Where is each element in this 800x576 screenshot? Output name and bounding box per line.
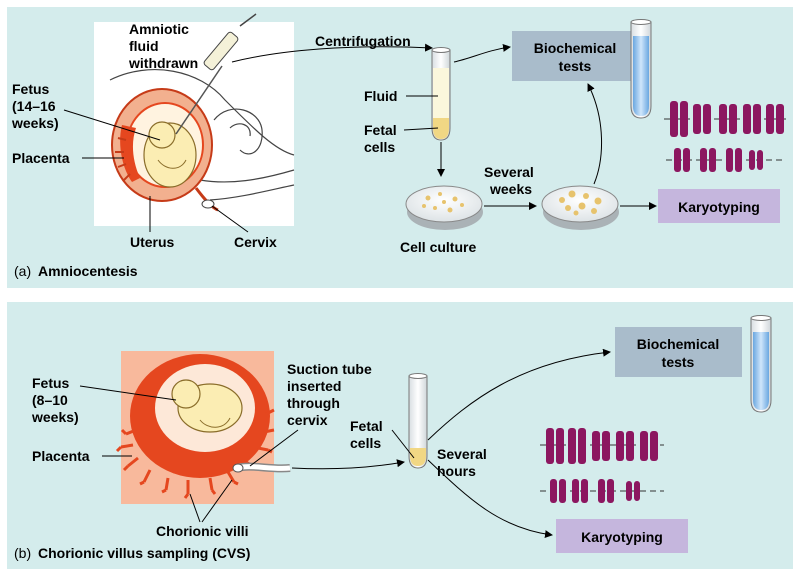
karyotyping-label-b: Karyotyping [581,529,663,545]
panel-cvs: Fetus (8–10 weeks) Placenta Chorionic vi… [7,302,793,569]
karyotyping-label-a: Karyotyping [678,199,760,215]
sample-tube-icon-b [408,373,428,469]
chorionic-villi-label: Chorionic villi [156,523,249,539]
cell-culture-label: Cell culture [400,239,476,255]
biochemical-tests-label-a-2: tests [559,58,592,74]
panel-amniocentesis: Amniotic fluid withdrawn Fetus (14–16 we… [7,7,793,288]
fetus-label-b-1: Fetus [32,375,70,391]
amniotic-fluid-label-3: withdrawn [128,55,198,71]
centrifuge-tube-icon [431,47,451,141]
fetal-cells-label-a-2: cells [364,139,395,155]
fetus-leader-a [63,109,161,141]
suction-tube-label-1: Suction tube [287,361,372,377]
centrifugation-label: Centrifugation [315,33,411,49]
fetal-cells-label-a-1: Fetal [364,122,397,138]
suction-tube-leader [249,429,299,467]
suction-tube-label-3: through [287,395,340,411]
cervix-shape [201,199,215,209]
chorionic-villi-leader-2 [201,479,233,523]
chorionic-villi-leader-1 [189,493,201,523]
uterus-label: Uterus [130,234,175,250]
panel-a-caption: Amniocentesis [38,263,138,279]
fetal-cells-label-b-1: Fetal [350,418,383,434]
karyotyping-box-b [556,519,688,553]
biochemical-tests-box-b [615,327,742,377]
fetal-cells-label-b-2: cells [350,435,381,451]
arrow-to-centrifuge [231,43,433,63]
fetal-cells-leader-b [391,429,415,459]
placenta-label-b: Placenta [32,448,90,464]
suction-tube-label-4: cervix [287,412,328,428]
arrow-dish-to-biochem-a [587,83,603,185]
fetus-label-b-3: weeks) [31,409,79,425]
fetus-label-a-1: Fetus [12,81,50,97]
panel-b-caption: Chorionic villus sampling (CVS) [38,545,250,561]
biochemical-tests-label-b-2: tests [662,354,695,370]
fluid-label: Fluid [364,88,397,104]
biochemical-tests-label-b-1: Biochemical [637,336,719,352]
fetus-label-a-2: (14–16 [12,98,56,114]
chromosome-set-a [664,101,786,172]
arrow-tube-to-karyo-b [427,459,553,539]
fetal-cells-leader-a [403,127,439,131]
syringe-icon [175,13,257,135]
arrow-tube-to-biochem-a [453,43,511,63]
arrow-tube-to-biochem-b [427,348,611,441]
several-weeks-label-2: weeks [489,181,532,197]
biochemical-tests-label-a-1: Biochemical [534,40,616,56]
karyotyping-box-a [658,189,780,223]
panel-a-caption-letter: (a) [14,263,31,279]
petri-dish-icon-1 [405,185,483,230]
test-tube-icon-a [630,19,652,119]
petri-dish-icon-2 [541,185,619,230]
several-hours-label-2: hours [437,463,476,479]
test-tube-icon-b [750,315,772,413]
amniotic-fluid-label-2: fluid [129,38,159,54]
suction-tube-icon [232,462,291,473]
biochemical-tests-box-a [512,31,638,81]
several-hours-label-1: Several [437,446,487,462]
chromosome-set-b [540,428,664,503]
cervix-leader [211,205,249,233]
suction-tube-label-2: inserted [287,378,341,394]
panel-b-caption-letter: (b) [14,545,31,561]
several-weeks-label-1: Several [484,164,534,180]
cervix-label: Cervix [234,234,277,250]
fetus-leader-b [79,385,177,401]
amniotic-fluid-label-1: Amniotic [129,21,189,37]
chorion-illustration [115,354,275,499]
arrow-to-sample-tube [291,459,405,470]
fetus-label-b-2: (8–10 [32,392,68,408]
fetus-label-a-3: weeks) [11,115,59,131]
placenta-label-a: Placenta [12,150,70,166]
